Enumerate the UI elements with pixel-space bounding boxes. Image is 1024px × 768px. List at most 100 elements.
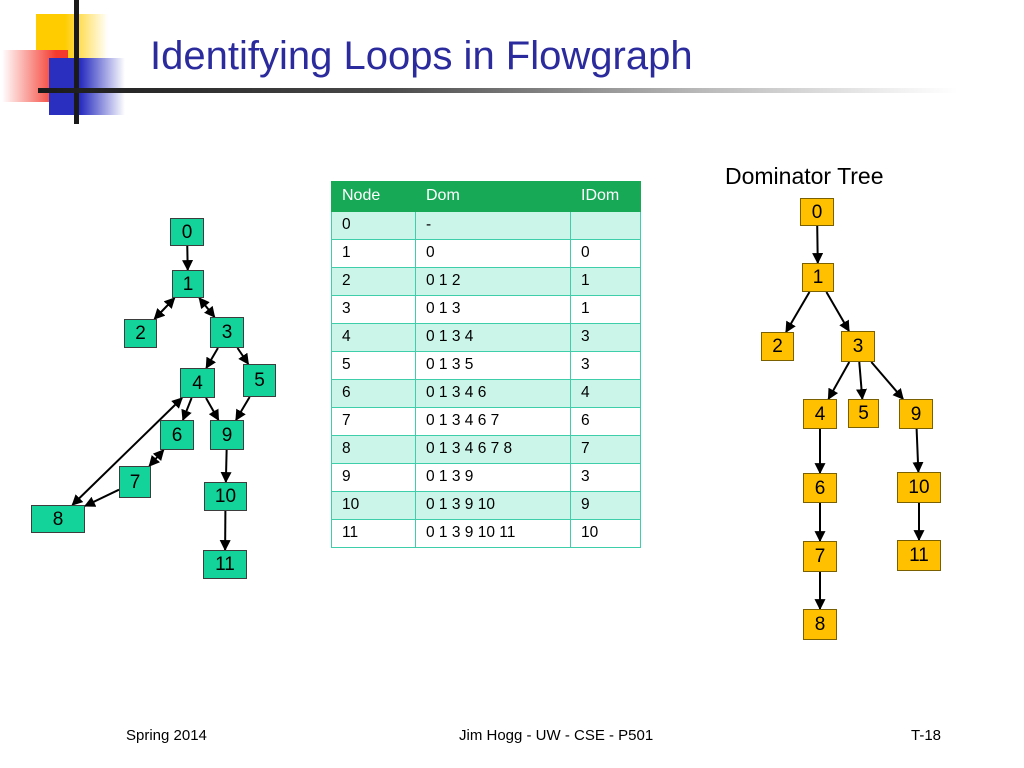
- graph-edge-1-to-3: [825, 291, 850, 332]
- column-header-dom: Dom: [415, 181, 571, 212]
- cell-node: 7: [331, 407, 416, 436]
- footer-left-term: Spring 2014: [126, 727, 207, 744]
- cell-idom: 3: [570, 463, 641, 492]
- cell-node: 3: [331, 295, 416, 324]
- graph-edge-3-to-5: [236, 347, 250, 365]
- cell-dom: 0 1 2: [415, 267, 571, 296]
- cell-dom: 0 1 3 4 6 7 8: [415, 435, 571, 464]
- graph-edge-3-to-4: [827, 361, 851, 400]
- cell-node: 5: [331, 351, 416, 380]
- cell-idom: 0: [570, 239, 641, 268]
- graph-edge-7-to-8: [84, 488, 120, 507]
- cell-dom: 0 1 3: [415, 295, 571, 324]
- footer-center-author: Jim Hogg - UW - CSE - P501: [459, 727, 654, 744]
- graph-edge-4-to-6: [181, 397, 193, 422]
- dominator-tree-edges: [785, 225, 925, 611]
- flowgraph-diagram: 0 1 2 3 4 5 6 7 8 9 10 11: [0, 150, 320, 610]
- cell-node: 11: [331, 519, 416, 548]
- graph-node-label: 3: [852, 336, 864, 357]
- graph-node-label: 7: [129, 471, 141, 493]
- cell-dom: 0 1 3 9 10: [415, 491, 571, 520]
- graph-node-label: 7: [814, 546, 826, 567]
- cell-node: 2: [331, 267, 416, 296]
- cell-idom: 9: [570, 491, 641, 520]
- graph-edge-0-to-1: [812, 225, 824, 265]
- column-header-idom: IDom: [570, 181, 641, 212]
- graph-edge-9-to-10: [220, 449, 232, 484]
- cell-idom: 3: [570, 323, 641, 352]
- graph-node-label: 4: [192, 372, 203, 394]
- graph-node-2: 2: [124, 319, 157, 348]
- cell-idom: 3: [570, 351, 641, 380]
- cell-dom: 0 1 3 4 6 7: [415, 407, 571, 436]
- graph-node-11: 11: [897, 540, 941, 571]
- page-title: Identifying Loops in Flowgraph: [150, 34, 693, 78]
- cell-dom: 0 1 3 9 10 11: [415, 519, 571, 548]
- graph-node-label: 5: [254, 370, 265, 391]
- logo-blue-square: [49, 58, 125, 115]
- graph-node-label: 10: [214, 486, 237, 507]
- graph-node-label: 6: [814, 477, 826, 499]
- graph-node-label: 11: [215, 554, 235, 575]
- cell-dom: 0 1 3 5: [415, 351, 571, 380]
- table-header-row: Node Dom IDom: [331, 181, 641, 212]
- footer-right-slide-number: T-18: [911, 727, 942, 744]
- graph-edge-9-to-10: [912, 428, 924, 474]
- graph-node-10: 10: [204, 482, 247, 511]
- graph-node-0: 0: [800, 198, 834, 226]
- table-row: 0-: [331, 211, 641, 240]
- logo-vertical-bar: [74, 0, 79, 124]
- graph-edge-3-to-4: [205, 347, 219, 369]
- graph-node-8: 8: [31, 505, 85, 533]
- cell-idom: 7: [570, 435, 641, 464]
- graph-node-5: 5: [848, 399, 879, 428]
- graph-node-4: 4: [803, 399, 837, 429]
- graph-edge-5-to-9: [235, 396, 251, 421]
- cell-node: 9: [331, 463, 416, 492]
- cell-idom: 10: [570, 519, 641, 548]
- cell-idom: 6: [570, 407, 641, 436]
- graph-node-label: 9: [221, 424, 233, 446]
- cell-node: 8: [331, 435, 416, 464]
- graph-node-11: 11: [203, 550, 247, 579]
- cell-dom: -: [415, 211, 571, 240]
- title-underline-bar: [38, 88, 958, 93]
- graph-node-label: 8: [52, 508, 64, 530]
- graph-node-label: 1: [182, 273, 194, 295]
- dominator-tree-caption: Dominator Tree: [725, 163, 884, 189]
- graph-node-1: 1: [172, 270, 204, 298]
- graph-node-6: 6: [803, 473, 837, 503]
- graph-node-1: 1: [802, 263, 834, 292]
- graph-node-label: 2: [135, 323, 146, 344]
- flowgraph-edges: [71, 245, 251, 552]
- cell-idom: 1: [570, 267, 641, 296]
- graph-node-0: 0: [170, 218, 204, 246]
- graph-node-8: 8: [803, 609, 837, 640]
- graph-node-label: 6: [171, 424, 183, 446]
- graph-node-label: 0: [811, 201, 823, 223]
- graph-node-label: 8: [814, 614, 826, 635]
- graph-edge-3-to-5: [856, 361, 867, 401]
- graph-node-label: 4: [814, 403, 826, 425]
- cell-node: 0: [331, 211, 416, 240]
- graph-node-label: 3: [221, 322, 233, 343]
- cell-idom: 4: [570, 379, 641, 408]
- graph-node-3: 3: [841, 331, 875, 362]
- graph-node-label: 9: [910, 403, 922, 425]
- graph-node-9: 9: [899, 399, 933, 429]
- cell-dom: 0 1 3 4: [415, 323, 571, 352]
- cell-node: 10: [331, 491, 416, 520]
- cell-dom: 0: [415, 239, 571, 268]
- cell-dom: 0 1 3 4 6: [415, 379, 571, 408]
- graph-node-label: 1: [812, 267, 824, 288]
- graph-node-10: 10: [897, 472, 941, 503]
